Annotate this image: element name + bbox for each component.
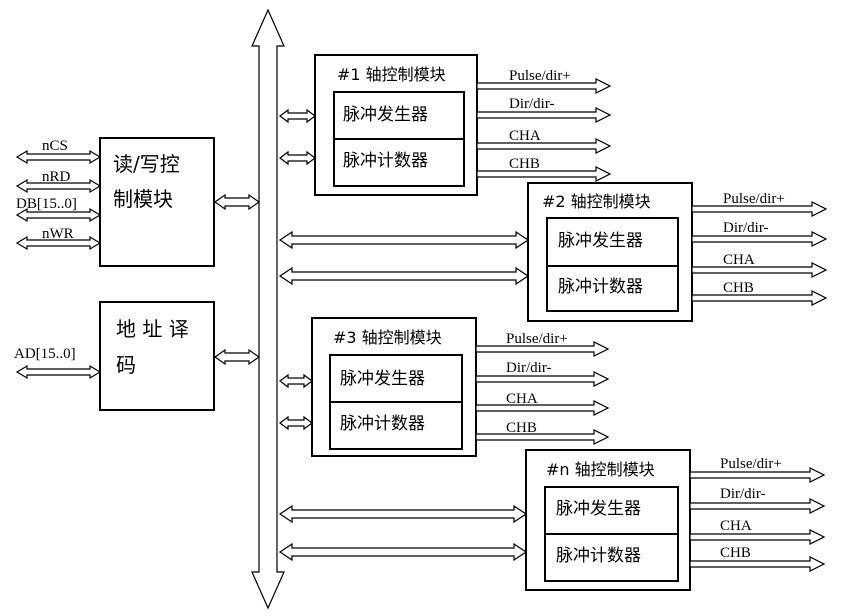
axis-module-1-generator: 脉冲发生器 xyxy=(343,105,428,125)
main-bus xyxy=(251,8,285,610)
output-label-n-dir: Dir/dir- xyxy=(720,486,766,502)
output-label-n-pulse: Pulse/dir+ xyxy=(720,456,782,472)
axis-module-3-counter: 脉冲计数器 xyxy=(340,414,425,434)
output-label-2-cha: CHA xyxy=(723,252,755,268)
output-label-n-cha: CHA xyxy=(720,518,752,534)
signal-label-nrd: nRD xyxy=(42,169,71,185)
connector-axisn-b xyxy=(278,542,528,562)
connector-axis2-a xyxy=(278,230,530,250)
output-arrow-n-chb xyxy=(689,556,826,572)
axis-module-n-outputs: Pulse/dir+ Dir/dir- CHA CHB xyxy=(689,456,826,572)
axis-module-2-inner xyxy=(546,217,679,312)
axis-module-3: #3 轴控制模块 脉冲发生器 脉冲计数器 xyxy=(311,317,477,457)
signal-label-ad: AD[15..0] xyxy=(14,346,76,362)
axis-module-1-outputs: Pulse/dir+ Dir/dir- CHA CHB xyxy=(476,68,612,182)
connector-axis1-a xyxy=(279,108,316,124)
output-arrow-3-chb xyxy=(475,429,610,445)
axis-module-2-generator: 脉冲发生器 xyxy=(558,231,643,251)
output-arrow-3-pulse xyxy=(475,341,610,357)
decoder-label-1: 地 址 译 xyxy=(116,317,189,341)
output-label-2-pulse: Pulse/dir+ xyxy=(723,191,785,207)
output-arrow-1-pulse xyxy=(476,78,612,94)
signal-label-db: DB[15..0] xyxy=(16,196,77,212)
signal-label-nwr: nWR xyxy=(42,226,74,242)
axis-module-3-outputs: Pulse/dir+ Dir/dir- CHA CHB xyxy=(475,331,610,445)
axis-module-2: #2 轴控制模块 脉冲发生器 脉冲计数器 xyxy=(527,182,693,322)
output-arrow-1-cha xyxy=(476,138,612,154)
axis-module-2-counter: 脉冲计数器 xyxy=(558,277,643,297)
axis-module-1-title: #1 轴控制模块 xyxy=(337,65,446,84)
connector-rw-bus xyxy=(213,193,261,211)
axis-module-2-title: #2 轴控制模块 xyxy=(542,192,651,211)
output-arrow-2-pulse xyxy=(691,201,828,217)
output-label-2-dir: Dir/dir- xyxy=(723,220,769,236)
axis-module-1-counter: 脉冲计数器 xyxy=(343,151,428,171)
connector-axis2-b xyxy=(278,266,530,286)
connector-axis3-a xyxy=(279,373,313,389)
output-label-3-chb: CHB xyxy=(506,420,537,436)
output-arrow-n-cha xyxy=(689,529,826,545)
output-label-2-chb: CHB xyxy=(723,280,754,296)
connector-axisn-a xyxy=(278,504,528,524)
output-label-3-pulse: Pulse/dir+ xyxy=(506,331,568,347)
axis-module-n-title: #n 轴控制模块 xyxy=(546,460,655,479)
output-arrow-3-dir xyxy=(475,371,610,387)
output-label-3-cha: CHA xyxy=(506,391,538,407)
output-label-3-dir: Dir/dir- xyxy=(506,360,552,376)
connector-decoder-bus xyxy=(213,348,261,366)
rw-module-label-2: 制模块 xyxy=(113,187,173,211)
axis-module-n-generator: 脉冲发生器 xyxy=(556,499,641,519)
output-arrow-2-dir xyxy=(691,231,828,247)
axis-module-n-counter: 脉冲计数器 xyxy=(556,546,641,566)
output-arrow-2-cha xyxy=(691,262,828,278)
output-arrow-n-dir xyxy=(689,498,826,514)
axis-module-3-generator: 脉冲发生器 xyxy=(340,369,425,389)
output-arrow-1-dir xyxy=(476,107,612,123)
address-decoder xyxy=(99,301,215,411)
output-arrow-2-chb xyxy=(691,290,828,306)
connector-axis1-b xyxy=(279,150,316,166)
decoder-label-2: 码 xyxy=(116,353,136,377)
rw-module-label-1: 读/写控 xyxy=(113,152,180,176)
bus-connectors xyxy=(213,108,530,562)
signal-label-ncs: nCS xyxy=(42,138,68,154)
output-arrow-3-cha xyxy=(475,400,610,416)
output-label-1-chb: CHB xyxy=(509,156,540,172)
rw-control-module xyxy=(99,137,215,267)
output-label-1-cha: CHA xyxy=(509,128,541,144)
axis-module-n: #n 轴控制模块 脉冲发生器 脉冲计数器 xyxy=(525,449,691,591)
output-label-1-dir: Dir/dir- xyxy=(509,96,555,112)
connector-axis3-b xyxy=(279,415,313,431)
output-arrow-1-chb xyxy=(476,166,612,182)
output-label-1-pulse: Pulse/dir+ xyxy=(509,68,571,84)
output-arrow-n-pulse xyxy=(689,467,826,483)
axis-module-3-title: #3 轴控制模块 xyxy=(333,328,442,347)
axis-module-1: #1 轴控制模块 脉冲发生器 脉冲计数器 xyxy=(314,54,478,196)
axis-module-2-outputs: Pulse/dir+ Dir/dir- CHA CHB xyxy=(691,191,828,306)
signal-arrow-ad xyxy=(15,364,102,380)
output-label-n-chb: CHB xyxy=(720,545,751,561)
